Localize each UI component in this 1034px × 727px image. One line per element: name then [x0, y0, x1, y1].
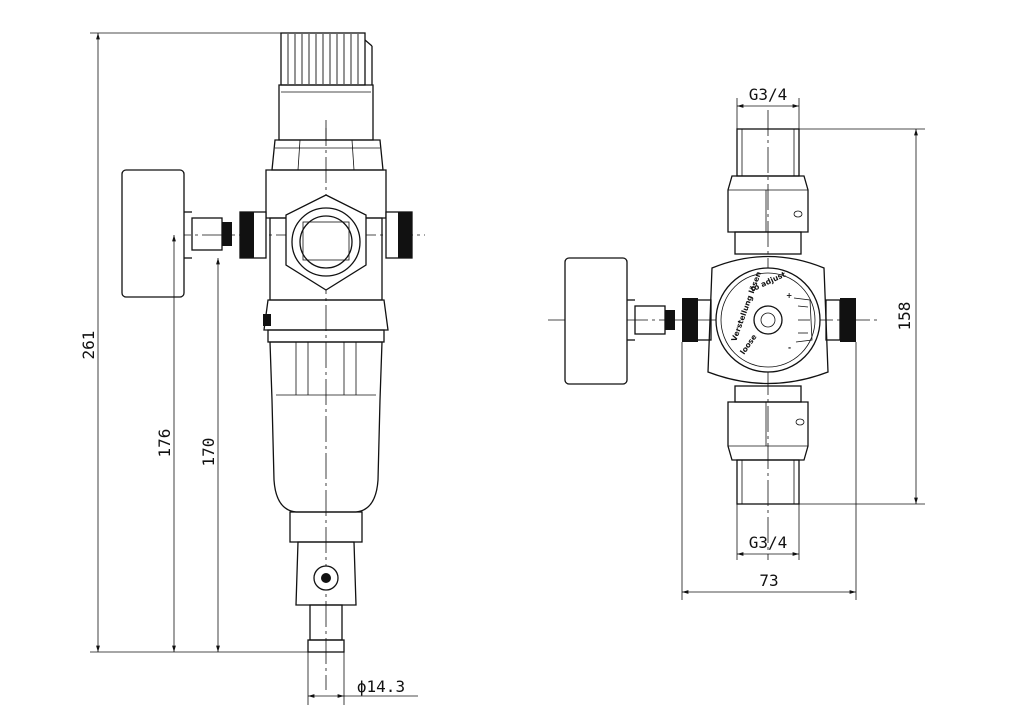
- dim-inlet-height: 170: [199, 438, 218, 467]
- right-fitting-knurl: [398, 212, 412, 258]
- upper-hex-nut: [271, 139, 384, 171]
- front-view: to adjust loose Verstellung lösen + - G3…: [548, 85, 925, 600]
- drain-valve-body: [295, 541, 357, 606]
- dim-height: 158: [895, 302, 914, 331]
- collar-latch: [263, 314, 271, 326]
- dim-overall-height: 261: [79, 331, 98, 360]
- inlet-port-bore: [299, 215, 353, 269]
- front-right-fitting: [840, 298, 856, 342]
- dim-gauge-height: 176: [155, 429, 174, 458]
- adjustment-knob: [280, 32, 373, 86]
- pressure-gauge: [121, 169, 185, 298]
- left-fitting-knurl: [240, 212, 254, 258]
- dial-center: [753, 305, 783, 335]
- dial-minus: -: [788, 343, 791, 352]
- gauge-connector: [191, 217, 223, 251]
- side-view: 261 176 170 ϕ14.3: [79, 32, 425, 705]
- dim-thread-bottom: G3/4: [749, 533, 788, 552]
- dial-plus: +: [786, 291, 792, 300]
- dim-width: 73: [759, 571, 778, 590]
- front-left-fitting: [682, 298, 698, 342]
- drain-outlet: [307, 639, 345, 653]
- bottom-thread-connection: [736, 459, 800, 505]
- dim-drain-diameter: ϕ14.3: [357, 677, 405, 696]
- front-pressure-gauge: [564, 257, 628, 385]
- dim-thread-top: G3/4: [749, 85, 788, 104]
- front-body: [707, 255, 829, 385]
